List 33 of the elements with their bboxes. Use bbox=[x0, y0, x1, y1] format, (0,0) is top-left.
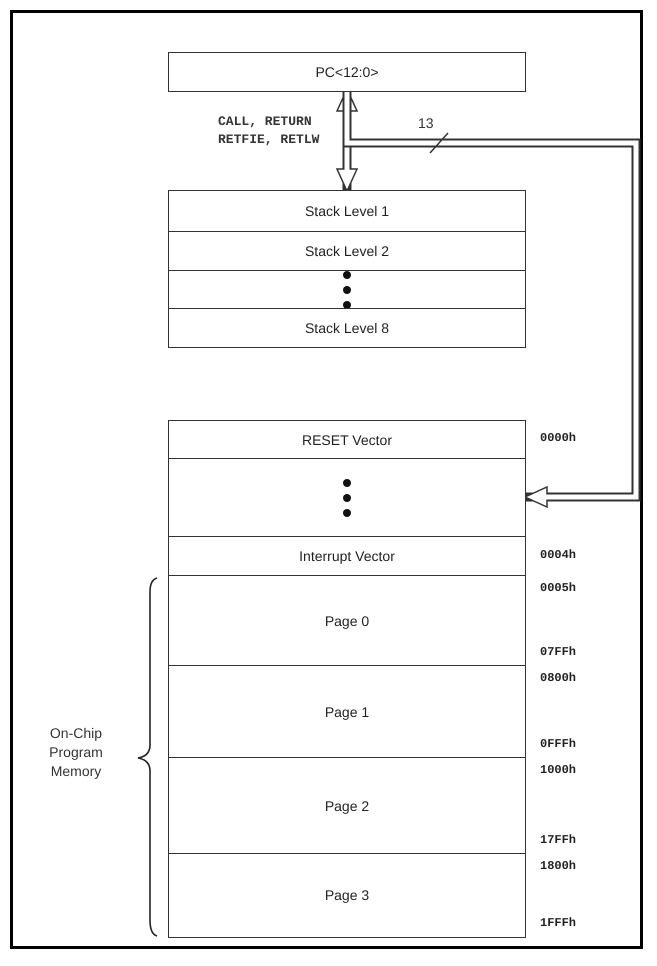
register-box bbox=[168, 52, 526, 92]
address-label: 07FFh bbox=[540, 645, 576, 659]
row-label: Stack Level 2 bbox=[304, 243, 390, 260]
row-label: Page 0 bbox=[324, 612, 370, 629]
row-label: Stack Level 1 bbox=[304, 203, 390, 220]
address-label: 17FFh bbox=[540, 833, 576, 847]
address-label: 1800h bbox=[540, 859, 576, 873]
address-label: 1000h bbox=[540, 763, 576, 777]
address-label: 1FFFh bbox=[540, 916, 576, 930]
memory-row bbox=[168, 270, 526, 310]
row-label: Page 1 bbox=[324, 704, 370, 720]
memory-row bbox=[168, 853, 526, 938]
row-label: Stack Level 8 bbox=[304, 320, 390, 336]
memory-row bbox=[168, 575, 526, 666]
memory-row bbox=[168, 420, 526, 460]
address-label: 0800h bbox=[540, 671, 576, 685]
memory-row bbox=[168, 665, 526, 758]
address-label: 0004h bbox=[540, 548, 576, 562]
memory-row bbox=[168, 757, 526, 854]
memory-row bbox=[168, 536, 526, 576]
memory-row bbox=[168, 308, 526, 348]
row-label: Page 3 bbox=[324, 887, 370, 904]
address-label: 0FFFh bbox=[540, 737, 576, 751]
row-label: PC<12:0> bbox=[315, 64, 379, 80]
row-label: Page 2 bbox=[324, 798, 370, 814]
memory-row bbox=[168, 231, 526, 272]
memory-row bbox=[168, 458, 526, 538]
row-label: RESET Vector bbox=[302, 432, 392, 448]
row-label: Interrupt Vector bbox=[299, 548, 395, 564]
region-label: On-Chip Program Memory bbox=[48, 724, 104, 781]
address-label: 0000h bbox=[540, 431, 576, 445]
memory-row bbox=[168, 190, 526, 232]
address-label: 0005h bbox=[540, 581, 576, 595]
